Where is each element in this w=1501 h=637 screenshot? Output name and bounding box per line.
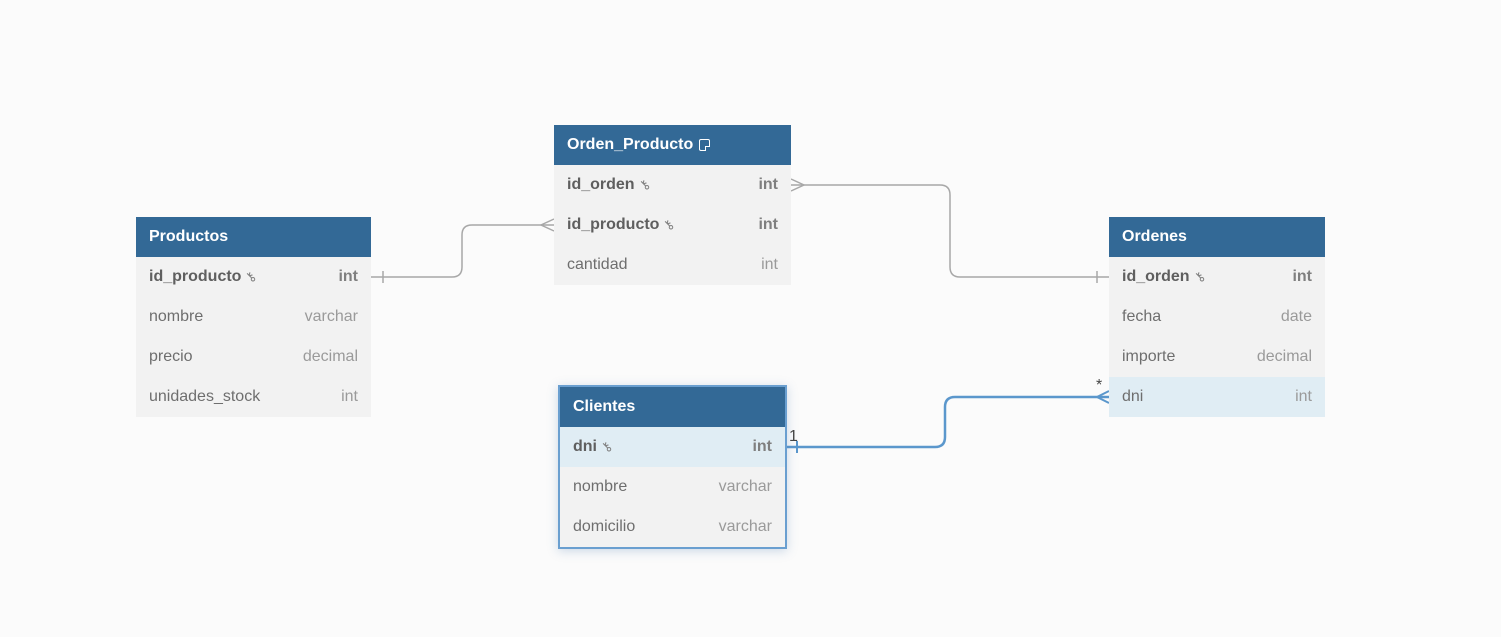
table-header[interactable]: Clientes bbox=[560, 387, 785, 427]
column-name: nombre bbox=[573, 478, 628, 495]
column-type: decimal bbox=[302, 348, 358, 365]
cardinality-one-label: 1 bbox=[789, 428, 798, 445]
table-row[interactable]: nombre varchar bbox=[136, 297, 371, 337]
column-type: int bbox=[761, 256, 778, 273]
table-name: Ordenes bbox=[1122, 228, 1187, 245]
table-name: Clientes bbox=[573, 398, 636, 415]
key-icon: ⚷ bbox=[1190, 267, 1208, 286]
column-name: nombre bbox=[149, 308, 204, 325]
column-type: varchar bbox=[718, 518, 772, 535]
column-name: unidades_stock bbox=[149, 388, 261, 405]
column-type: int bbox=[758, 176, 778, 193]
table-row[interactable]: dni⚷ int bbox=[560, 427, 785, 467]
key-icon: ⚷ bbox=[597, 437, 616, 456]
link-clientes-ordenes bbox=[786, 395, 1109, 449]
table-row[interactable]: id_producto⚷ int bbox=[136, 257, 371, 297]
column-name: id_orden bbox=[1122, 268, 1190, 285]
column-name: cantidad bbox=[567, 256, 628, 273]
column-name: id_producto bbox=[567, 216, 660, 233]
table-orden-producto[interactable]: Orden_Producto id_orden⚷ int id_producto… bbox=[554, 125, 791, 285]
column-type: int bbox=[1295, 388, 1312, 405]
column-name: importe bbox=[1122, 348, 1176, 365]
table-row[interactable]: dni int bbox=[1109, 377, 1325, 417]
table-name: Productos bbox=[149, 228, 229, 245]
column-type: int bbox=[752, 438, 772, 455]
link-many-marker bbox=[790, 178, 806, 192]
key-icon: ⚷ bbox=[660, 215, 678, 234]
column-name: fecha bbox=[1122, 308, 1162, 325]
table-row[interactable]: id_orden⚷ int bbox=[1109, 257, 1325, 297]
column-type: int bbox=[341, 388, 358, 405]
column-name: precio bbox=[149, 348, 193, 365]
column-type: decimal bbox=[1256, 348, 1312, 365]
key-icon: ⚷ bbox=[242, 267, 260, 286]
table-row[interactable]: importe decimal bbox=[1109, 337, 1325, 377]
table-row[interactable]: id_orden⚷ int bbox=[554, 165, 791, 205]
table-clientes[interactable]: Clientes dni⚷ int nombre varchar domicil… bbox=[558, 385, 787, 549]
table-header[interactable]: Productos bbox=[136, 217, 371, 257]
column-type: int bbox=[338, 268, 358, 285]
column-name: id_producto bbox=[149, 268, 242, 285]
column-type: int bbox=[1292, 268, 1312, 285]
table-name: Orden_Producto bbox=[567, 136, 694, 153]
column-name: dni bbox=[573, 438, 597, 455]
column-type: varchar bbox=[718, 478, 772, 495]
table-row[interactable]: id_producto⚷ int bbox=[554, 205, 791, 245]
link-orden-producto-ordenes bbox=[791, 184, 1109, 278]
column-name: domicilio bbox=[573, 518, 636, 535]
table-header[interactable]: Ordenes bbox=[1109, 217, 1325, 257]
link-many-marker bbox=[539, 218, 555, 232]
table-row[interactable]: nombre varchar bbox=[560, 467, 785, 507]
column-type: varchar bbox=[304, 308, 358, 325]
cardinality-many-label: * bbox=[1096, 377, 1103, 394]
column-type: int bbox=[758, 216, 778, 233]
column-type: date bbox=[1280, 308, 1312, 325]
table-productos[interactable]: Productos id_producto⚷ int nombre varcha… bbox=[136, 217, 371, 417]
table-row[interactable]: fecha date bbox=[1109, 297, 1325, 337]
column-name: dni bbox=[1122, 388, 1144, 405]
link-productos-orden-producto bbox=[371, 224, 554, 278]
table-row[interactable]: unidades_stock int bbox=[136, 377, 371, 417]
table-ordenes[interactable]: Ordenes id_orden⚷ int fecha date importe… bbox=[1109, 217, 1325, 417]
table-row[interactable]: cantidad int bbox=[554, 245, 791, 285]
key-icon: ⚷ bbox=[635, 175, 653, 194]
table-row[interactable]: precio decimal bbox=[136, 337, 371, 377]
note-icon[interactable] bbox=[699, 139, 711, 151]
table-header[interactable]: Orden_Producto bbox=[554, 125, 791, 165]
table-row[interactable]: domicilio varchar bbox=[560, 507, 785, 547]
column-name: id_orden bbox=[567, 176, 635, 193]
